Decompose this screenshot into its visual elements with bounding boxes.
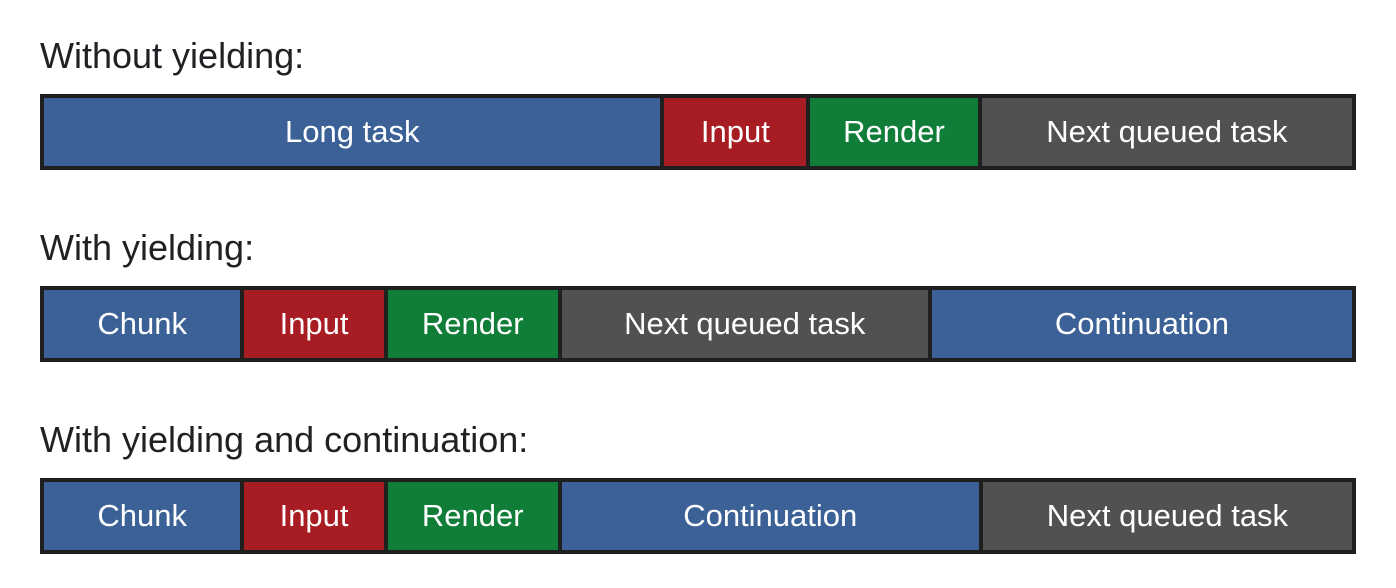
long-task-segment: Long task: [44, 98, 661, 166]
segment-label: Render: [843, 114, 945, 149]
render-segment: Render: [806, 98, 978, 166]
render-segment: Render: [383, 482, 558, 550]
timeline-bar: Long task Input Render Next queued task: [40, 94, 1356, 170]
timeline-row: With yielding: Chunk Input Render Next q…: [40, 226, 1356, 362]
segment-label: Chunk: [97, 306, 187, 341]
row-heading: With yielding:: [40, 227, 255, 268]
timeline-row: With yielding and continuation: Chunk In…: [40, 418, 1356, 554]
row-heading: Without yielding:: [40, 35, 305, 76]
input-segment: Input: [660, 98, 807, 166]
segment-label: Input: [279, 498, 349, 533]
timeline-row: Without yielding: Long task Input Render…: [40, 34, 1356, 170]
timeline-bar: Chunk Input Render Next queued task Cont…: [40, 286, 1356, 362]
segment-label: Input: [279, 306, 349, 341]
row-heading: With yielding and continuation:: [40, 419, 529, 460]
task-timeline-diagram: Without yielding: Long task Input Render…: [40, 34, 1356, 554]
input-segment: Input: [240, 482, 384, 550]
continuation-segment: Continuation: [927, 290, 1352, 358]
segment-label: Next queued task: [1046, 498, 1289, 533]
segment-label: Continuation: [683, 498, 858, 533]
segment-label: Next queued task: [1046, 114, 1288, 149]
next-queued-task-segment: Next queued task: [557, 290, 928, 358]
segment-label: Render: [421, 498, 524, 533]
next-queued-task-segment: Next queued task: [977, 98, 1352, 166]
render-segment: Render: [383, 290, 558, 358]
continuation-segment: Continuation: [557, 482, 979, 550]
segment-label: Long task: [285, 114, 420, 149]
segment-label: Input: [700, 114, 770, 149]
input-segment: Input: [240, 290, 384, 358]
next-queued-task-segment: Next queued task: [978, 482, 1352, 550]
chunk-segment: Chunk: [44, 482, 241, 550]
segment-label: Chunk: [97, 498, 187, 533]
segment-label: Next queued task: [624, 306, 866, 341]
segment-label: Render: [421, 306, 524, 341]
chunk-segment: Chunk: [44, 290, 241, 358]
segment-label: Continuation: [1054, 306, 1229, 341]
timeline-bar: Chunk Input Render Continuation Next que…: [40, 478, 1356, 554]
